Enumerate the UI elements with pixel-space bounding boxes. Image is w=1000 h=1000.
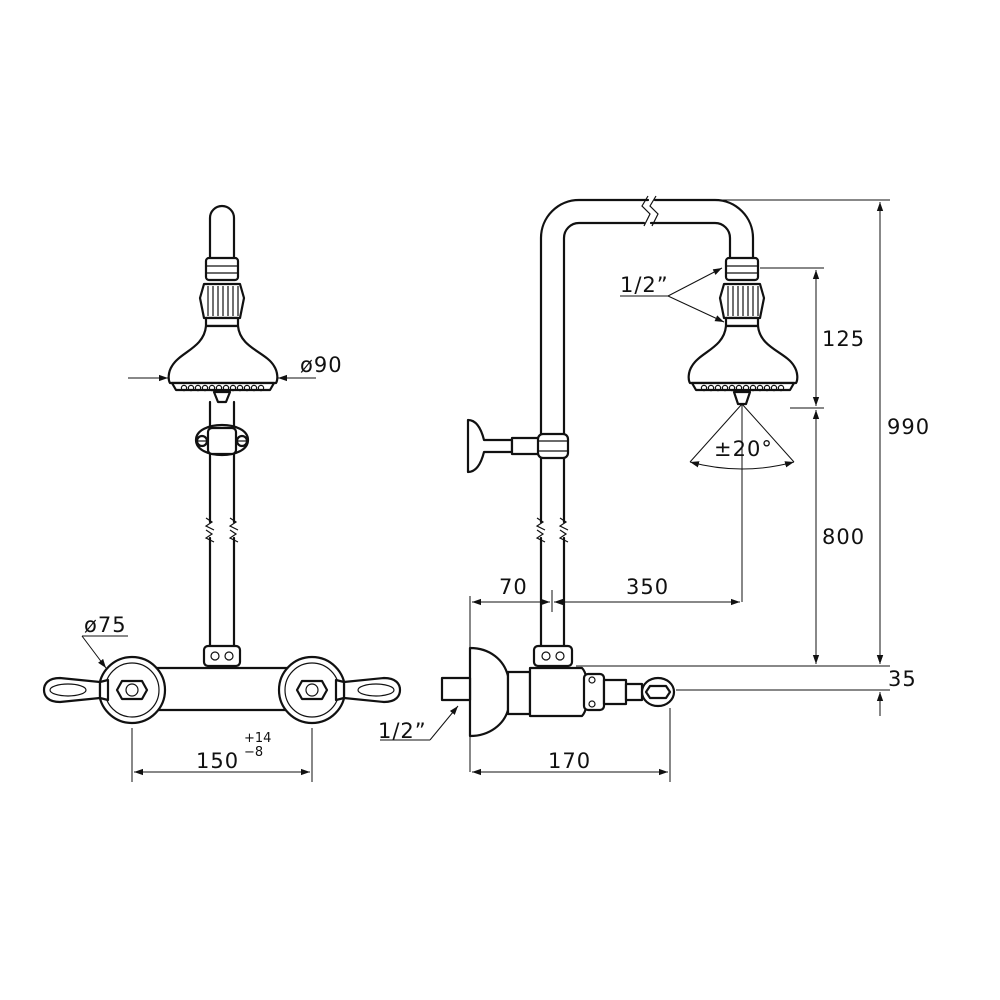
side-connector-nut (724, 256, 760, 282)
front-head-diameter-label: ø90 (300, 353, 343, 377)
side-arm-outer (539, 198, 650, 524)
side-view (440, 195, 799, 738)
front-left-hex (115, 679, 149, 701)
side-body-depth-label: 170 (548, 749, 591, 773)
front-mixer-body (144, 666, 300, 712)
side-shower-head (687, 324, 799, 385)
side-total-height-label: 990 (887, 415, 930, 439)
front-center-distance-label: 150 (196, 749, 239, 773)
front-connector-nut (204, 256, 240, 282)
side-slider (536, 432, 570, 460)
side-head-thread-label: 1/2” (620, 273, 669, 297)
side-escutcheon (468, 646, 510, 738)
tolerance-plus-label: +14 (244, 731, 271, 746)
front-right-lever (342, 676, 402, 704)
side-head-height-label: 125 (822, 327, 865, 351)
side-mixer-body (528, 666, 590, 718)
front-view (42, 204, 402, 725)
side-wall-offset-label: 70 (499, 575, 528, 599)
side-inlet-pipe (440, 676, 472, 702)
side-tilt-angle-label: ±20° (714, 437, 773, 461)
front-neck-ring (204, 316, 240, 328)
front-nozzles (180, 384, 265, 392)
side-handle-hex (644, 684, 672, 700)
side-body-joint (506, 670, 532, 716)
side-arm-reach-label: 350 (626, 575, 669, 599)
front-center-nut (202, 644, 242, 668)
front-dimensions: ø90 ø75 150 +14 −8 (81, 353, 343, 782)
side-inlet-thread-label: 1/2” (378, 719, 427, 743)
side-center-nut (532, 644, 574, 668)
side-arm-height-label: 800 (822, 525, 865, 549)
side-inlet-height-label: 35 (888, 667, 917, 691)
side-dimensions: 1/2” 125 990 800 ±20° 70 350 35 (378, 199, 930, 782)
front-top-pipe (208, 204, 236, 260)
side-nozzles (700, 384, 785, 392)
front-shower-head (167, 324, 279, 385)
front-left-lever (42, 676, 102, 704)
front-handle-diameter-label: ø75 (84, 613, 127, 637)
side-handle-knob (624, 682, 644, 702)
side-wall-holder (466, 418, 514, 474)
side-arm-inner (562, 221, 646, 524)
front-knurl-lines (207, 286, 239, 316)
tolerance-minus-label: −8 (244, 745, 263, 760)
front-right-hex (295, 679, 329, 701)
